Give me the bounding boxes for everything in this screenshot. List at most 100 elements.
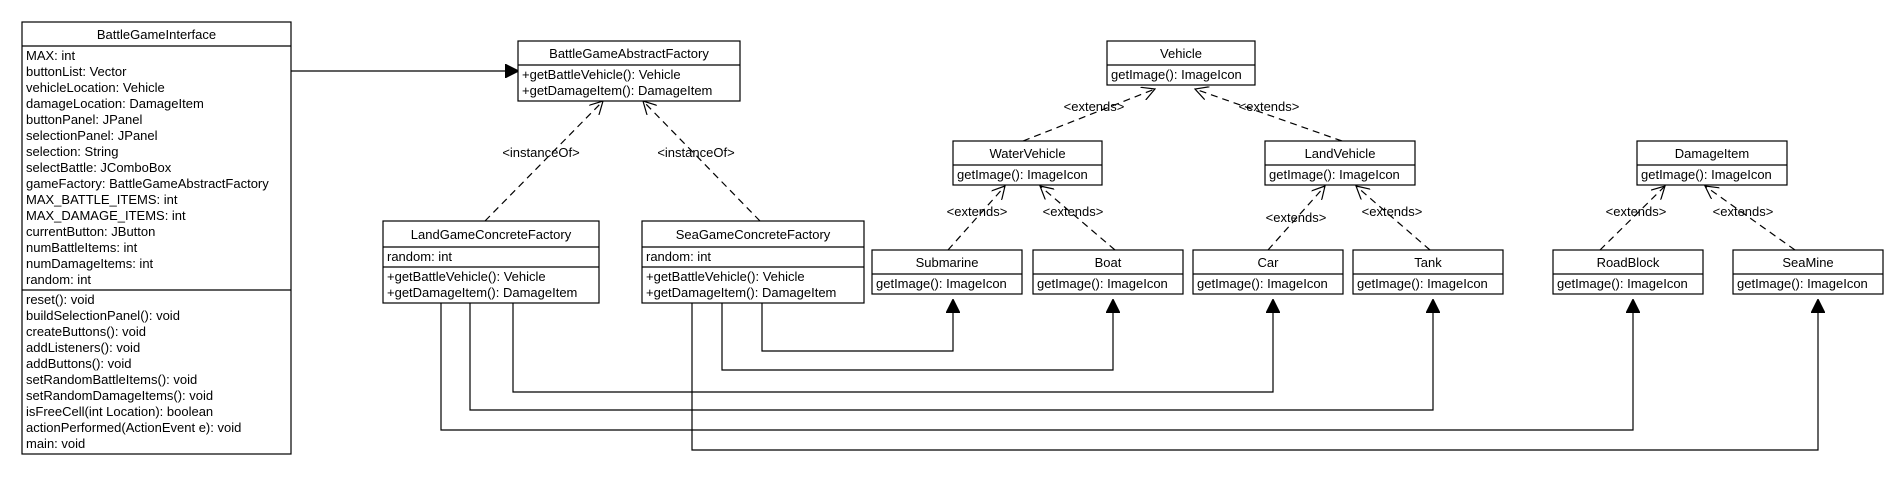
vehicle-class: Vehicle getImage(): ImageIcon bbox=[1106, 40, 1256, 86]
class-operation: getImage(): ImageIcon bbox=[876, 276, 1007, 291]
class-attribute: MAX_DAMAGE_ITEMS: int bbox=[26, 208, 186, 223]
class-name: LandGameConcreteFactory bbox=[411, 227, 572, 242]
class-operation: getImage(): ImageIcon bbox=[1557, 276, 1688, 291]
class-name: Boat bbox=[1095, 255, 1122, 270]
extends-label-roadblock: <extends> bbox=[1606, 204, 1667, 219]
instanceof-label-land: <instanceOf> bbox=[502, 145, 579, 160]
class-attribute: random: int bbox=[646, 249, 711, 264]
class-name: LandVehicle bbox=[1305, 146, 1376, 161]
extends-land-line bbox=[1195, 89, 1343, 142]
class-name: Tank bbox=[1414, 255, 1442, 270]
class-name: Submarine bbox=[916, 255, 979, 270]
class-attribute: currentButton: JButton bbox=[26, 224, 155, 239]
class-box-border bbox=[1106, 40, 1256, 86]
class-name: WaterVehicle bbox=[989, 146, 1065, 161]
extends-label-car: <extends> bbox=[1266, 210, 1327, 225]
class-operation: +getDamageItem(): DamageItem bbox=[522, 83, 712, 98]
class-attribute: buttonList: Vector bbox=[26, 64, 127, 79]
class-box-border bbox=[1352, 249, 1504, 295]
class-operation: buildSelectionPanel(): void bbox=[26, 308, 180, 323]
relation-labels: <instanceOf> <instanceOf> <extends> <ext… bbox=[502, 99, 1773, 225]
class-attribute: numBattleItems: int bbox=[26, 240, 138, 255]
relations bbox=[291, 71, 1818, 451]
class-operation: actionPerformed(ActionEvent e): void bbox=[26, 420, 241, 435]
class-attribute: random: int bbox=[26, 272, 91, 287]
class-attribute: damageLocation: DamageItem bbox=[26, 96, 204, 111]
class-box-border bbox=[1552, 249, 1704, 295]
class-box-border bbox=[871, 249, 1023, 295]
class-operation: reset(): void bbox=[26, 292, 95, 307]
instanceof-land-line bbox=[484, 101, 603, 222]
class-name: DamageItem bbox=[1675, 146, 1749, 161]
extends-tank-line bbox=[1356, 186, 1431, 251]
class-box-border bbox=[1264, 140, 1416, 186]
sea-factory-to-seamine bbox=[691, 300, 1818, 451]
class-operation: getImage(): ImageIcon bbox=[1037, 276, 1168, 291]
extends-label-boat: <extends> bbox=[1043, 204, 1104, 219]
extends-boat-line bbox=[1040, 186, 1116, 251]
extends-seamine-line bbox=[1705, 186, 1796, 251]
class-attribute: gameFactory: BattleGameAbstractFactory bbox=[26, 176, 269, 191]
class-attribute: selection: String bbox=[26, 144, 119, 159]
class-box-border bbox=[1192, 249, 1344, 295]
class-box-border bbox=[1636, 140, 1788, 186]
class-operation: +getDamageItem(): DamageItem bbox=[387, 285, 577, 300]
land-factory-to-tank bbox=[469, 300, 1433, 411]
class-attribute: buttonPanel: JPanel bbox=[26, 112, 142, 127]
class-operation: getImage(): ImageIcon bbox=[957, 167, 1088, 182]
class-operation: +getBattleVehicle(): Vehicle bbox=[646, 269, 805, 284]
class-attribute: selectBattle: JComboBox bbox=[26, 160, 172, 175]
extends-water-line bbox=[1022, 89, 1155, 142]
class-operation: setRandomBattleItems(): void bbox=[26, 372, 197, 387]
class-box-border bbox=[1032, 249, 1184, 295]
class-attribute: numDamageItems: int bbox=[26, 256, 154, 271]
land-factory-to-car bbox=[512, 300, 1273, 393]
class-name: Vehicle bbox=[1160, 46, 1202, 61]
class-operation: getImage(): ImageIcon bbox=[1737, 276, 1868, 291]
extends-label-submarine: <extends> bbox=[947, 204, 1008, 219]
class-box-border bbox=[641, 220, 865, 304]
class-operation: setRandomDamageItems(): void bbox=[26, 388, 213, 403]
road-block-class: RoadBlock getImage(): ImageIcon bbox=[1552, 249, 1704, 295]
class-name: RoadBlock bbox=[1597, 255, 1660, 270]
tank-class: Tank getImage(): ImageIcon bbox=[1352, 249, 1504, 295]
class-attribute: MAX_BATTLE_ITEMS: int bbox=[26, 192, 178, 207]
instanceof-sea-line bbox=[643, 101, 761, 222]
extends-label-tank: <extends> bbox=[1362, 204, 1423, 219]
class-box-border bbox=[21, 21, 292, 455]
extends-label-seamine: <extends> bbox=[1713, 204, 1774, 219]
submarine-class: Submarine getImage(): ImageIcon bbox=[871, 249, 1023, 295]
class-operation: getImage(): ImageIcon bbox=[1269, 167, 1400, 182]
class-box-border bbox=[517, 40, 741, 102]
class-name: BattleGameInterface bbox=[97, 27, 216, 42]
extends-submarine-line bbox=[947, 186, 1005, 251]
class-operation: getImage(): ImageIcon bbox=[1197, 276, 1328, 291]
extends-car-line bbox=[1267, 186, 1325, 251]
land-vehicle-class: LandVehicle getImage(): ImageIcon bbox=[1264, 140, 1416, 186]
class-operation: getImage(): ImageIcon bbox=[1111, 67, 1242, 82]
class-box-border bbox=[1732, 249, 1884, 295]
class-operation: +getDamageItem(): DamageItem bbox=[646, 285, 836, 300]
class-operation: createButtons(): void bbox=[26, 324, 146, 339]
class-operation: getImage(): ImageIcon bbox=[1357, 276, 1488, 291]
class-name: BattleGameAbstractFactory bbox=[549, 46, 709, 61]
sea-factory-to-boat bbox=[721, 300, 1113, 371]
extends-label-land: <extends> bbox=[1239, 99, 1300, 114]
class-operation: getImage(): ImageIcon bbox=[1641, 167, 1772, 182]
class-operation: +getBattleVehicle(): Vehicle bbox=[387, 269, 546, 284]
instanceof-label-sea: <instanceOf> bbox=[657, 145, 734, 160]
class-operation: +getBattleVehicle(): Vehicle bbox=[522, 67, 681, 82]
class-operation: addButtons(): void bbox=[26, 356, 132, 371]
sea-factory-to-submarine bbox=[761, 300, 953, 352]
extends-label-water: <extends> bbox=[1064, 99, 1125, 114]
class-operation: main: void bbox=[26, 436, 85, 451]
class-operation: addListeners(): void bbox=[26, 340, 140, 355]
boat-class: Boat getImage(): ImageIcon bbox=[1032, 249, 1184, 295]
class-attribute: selectionPanel: JPanel bbox=[26, 128, 158, 143]
